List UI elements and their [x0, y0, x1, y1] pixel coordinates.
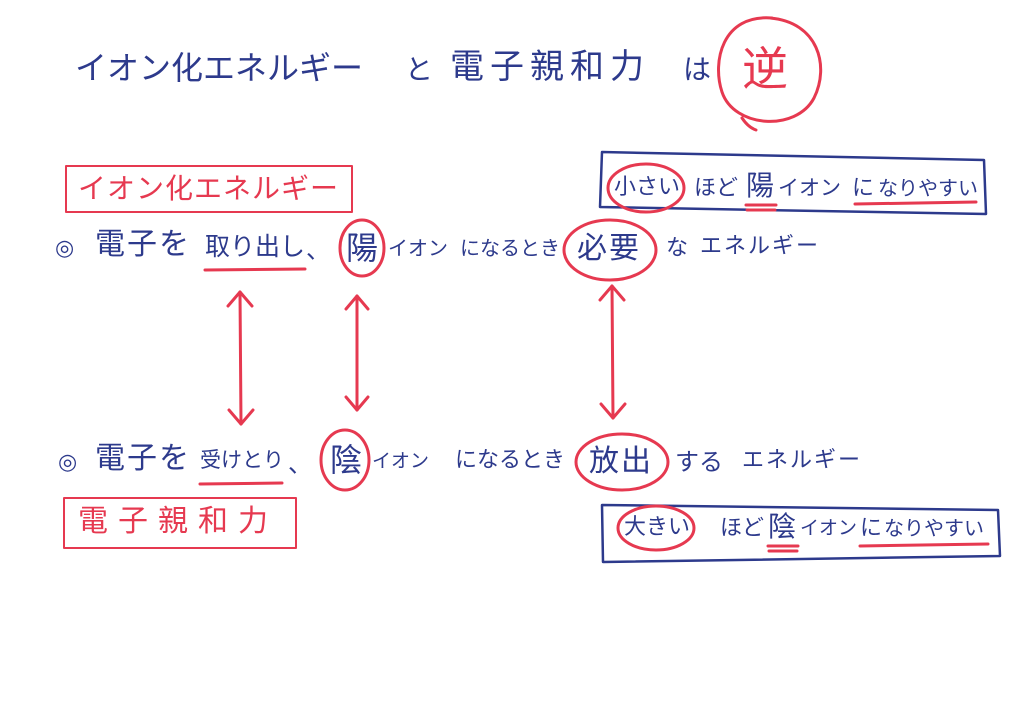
ionization-ion-circle — [338, 218, 386, 278]
affinity-label-box — [63, 497, 297, 549]
affinity-note-ni: に — [860, 516, 883, 541]
affinity-note-box — [600, 503, 1002, 564]
affinity-label: 電子親和力 — [78, 504, 278, 539]
ionization-label: イオン化エネルギー — [78, 172, 340, 205]
affinity-note-ion: イオン — [800, 517, 858, 539]
affinity-note-circle — [616, 504, 696, 552]
affinity-note-hodo: ほど — [720, 516, 765, 541]
affinity-when: になるとき — [455, 448, 566, 473]
ionization-key-circle — [562, 218, 658, 282]
ionization-action: 取り出し — [205, 232, 306, 261]
ionization-label-box — [65, 165, 353, 213]
affinity-note-ion-mark: 陰 — [768, 510, 797, 543]
ionization-when: になるとき — [460, 236, 560, 260]
affinity-suru: する — [675, 448, 723, 476]
affinity-ion-circle — [319, 428, 371, 492]
ionization-note-ion: イオン — [778, 176, 841, 200]
double-arrow-icon — [598, 284, 627, 420]
ionization-note-ni: に — [852, 176, 875, 201]
ionization-na: な — [666, 236, 689, 261]
affinity-ion-mark: 陰 — [330, 441, 363, 479]
title-opposite: 逆 — [742, 42, 788, 96]
title-ionization: イオン化エネルギー — [75, 49, 364, 87]
ionization-note-circle — [606, 162, 686, 214]
ionization-comma: 、 — [306, 236, 330, 264]
affinity-key-circle — [574, 432, 670, 492]
ionization-note-ion-mark: 陽 — [746, 169, 775, 202]
ionization-note-easy-underline — [853, 200, 978, 206]
title-affinity: 電子親和力 — [450, 47, 650, 87]
affinity-note-circled: 大きい — [624, 515, 691, 540]
ionization-note-box — [598, 150, 988, 216]
ionization-energy: エネルギー — [700, 234, 821, 259]
ionization-ion-mark: 陽 — [346, 229, 379, 267]
ionization-key: 必要 — [577, 231, 641, 266]
affinity-energy: エネルギー — [742, 448, 863, 473]
ionization-note-easy: なりやすい — [878, 176, 978, 200]
ionization-note-circled: 小さい — [614, 175, 681, 200]
double-arrow-icon — [344, 294, 370, 412]
affinity-action: 受けとり — [200, 448, 284, 472]
ionization-subject: 電子を — [95, 227, 191, 262]
title-and: と — [405, 53, 434, 86]
affinity-ion: イオン — [372, 450, 430, 472]
affinity-subject: 電子を — [95, 441, 191, 476]
affinity-bullet: ◎ — [58, 450, 78, 475]
ionization-action-underline — [203, 267, 307, 272]
ionization-note-hodo: ほど — [694, 176, 739, 201]
affinity-note-easy: なりやすい — [884, 516, 984, 540]
title-emphasis-circle — [717, 16, 823, 132]
affinity-key: 放出 — [589, 444, 653, 479]
double-arrow-icon — [226, 290, 255, 426]
ionization-bullet: ◎ — [55, 236, 75, 261]
ionization-ion: イオン — [388, 236, 448, 260]
affinity-comma: 、 — [288, 450, 312, 478]
affinity-note-easy-underline — [858, 542, 990, 548]
affinity-action-underline — [198, 481, 284, 486]
title-topic: は — [683, 53, 712, 86]
